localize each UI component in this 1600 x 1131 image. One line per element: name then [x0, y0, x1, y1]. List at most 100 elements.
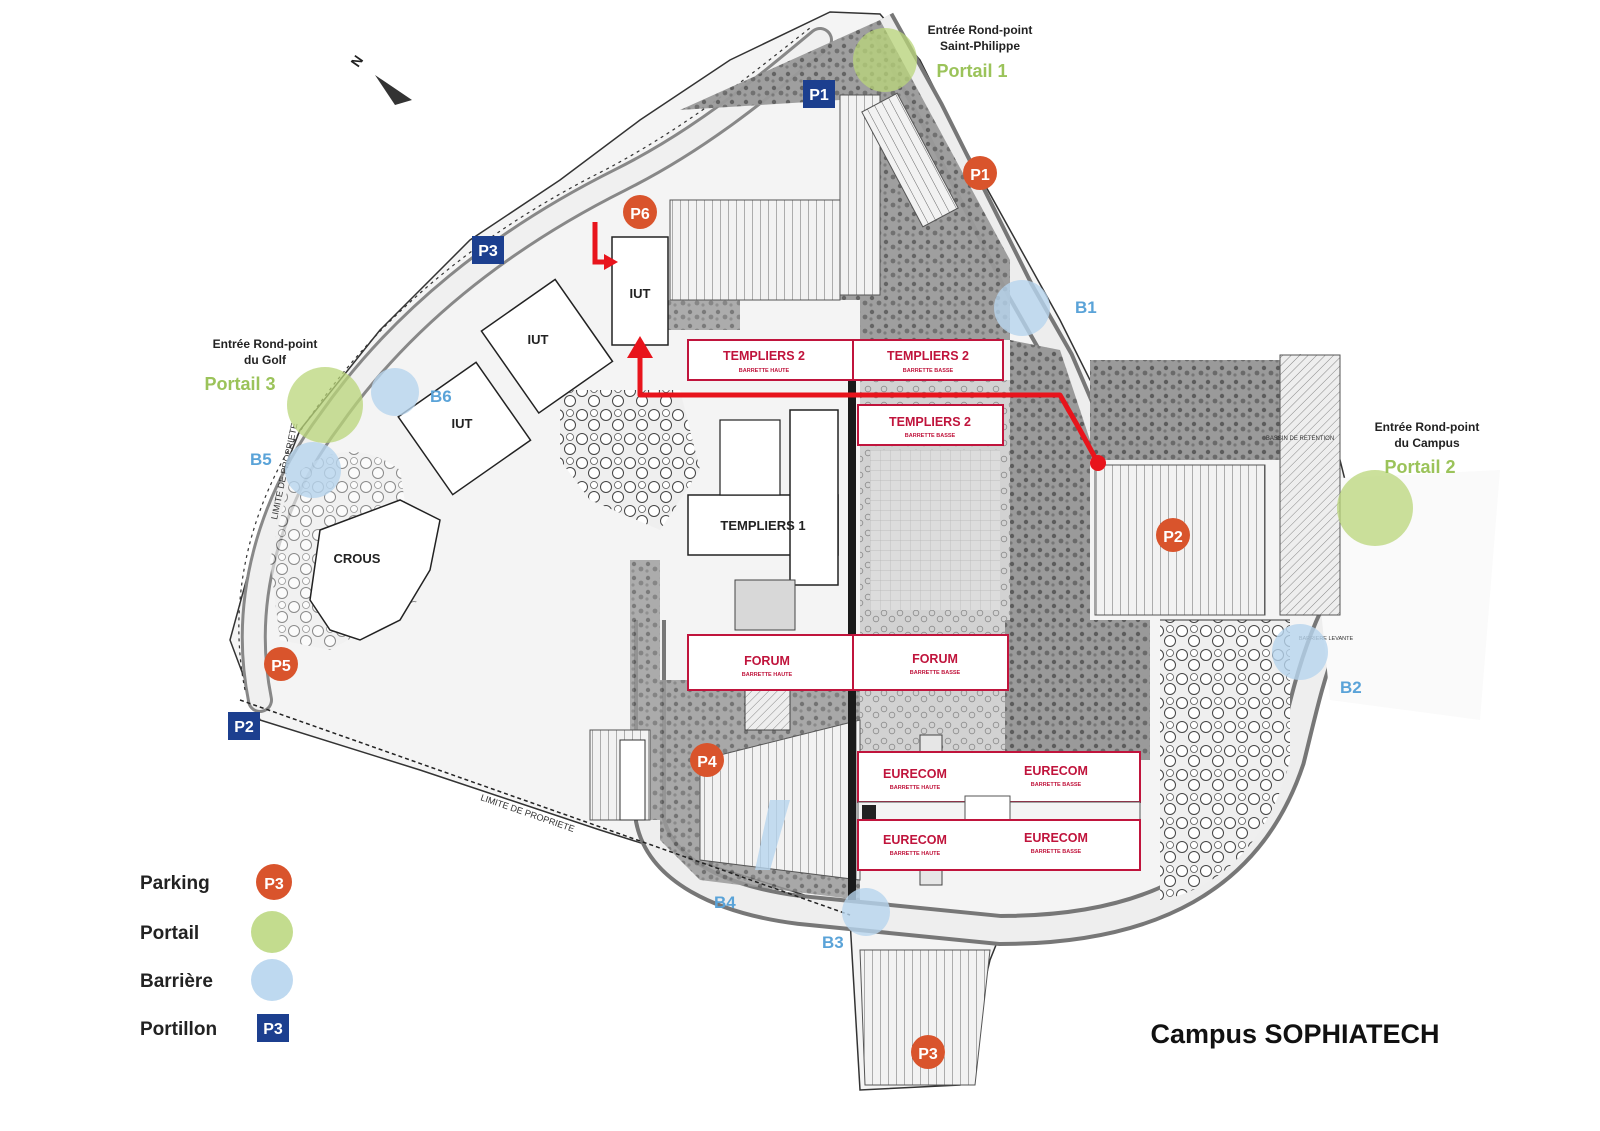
legend-label-parking: Parking [140, 873, 210, 894]
building-subtitle: BARRETTE HAUTE [890, 851, 941, 857]
entry-label: du Campus [1394, 436, 1460, 450]
building-title: TEMPLIERS 2 [889, 415, 971, 429]
svg-text:P3: P3 [918, 1046, 938, 1063]
svg-text:P3: P3 [478, 243, 498, 260]
building-title: EURECOM [883, 833, 947, 847]
building-label: IUT [452, 416, 473, 431]
building-subtitle: BARRETTE BASSE [1031, 782, 1082, 788]
building-templiers-2-haute [687, 339, 854, 381]
portail-2-marker [1337, 470, 1413, 546]
barriere-label: B5 [250, 450, 272, 469]
portillon-markers[interactable]: P1 P2 P3 [228, 80, 835, 740]
svg-text:P6: P6 [630, 206, 650, 223]
ring-road [238, 27, 833, 713]
legend-parking-marker: P3 [264, 876, 284, 893]
building-title: FORUM [744, 654, 790, 668]
svg-text:P2: P2 [234, 719, 254, 736]
barriere-markers [285, 280, 1328, 936]
building-crous [309, 499, 441, 641]
portail-1-marker [853, 28, 917, 92]
portillon-p2[interactable]: P2 [228, 712, 260, 740]
legend-label-portillon: Portillon [140, 1019, 217, 1040]
route-end-arrow-icon [604, 254, 618, 270]
entry-label: Entrée Rond-point [213, 337, 318, 351]
building-templiers-2-basse [852, 339, 1004, 381]
building-title: EURECOM [1024, 764, 1088, 778]
barriere-label: B3 [822, 933, 844, 952]
legend-label-barriere: Barrière [140, 971, 213, 992]
portillon-p3[interactable]: P3 [472, 236, 504, 264]
parking-p2[interactable]: P2 [1156, 518, 1190, 552]
central-axis [848, 340, 856, 900]
building-label: TEMPLIERS 1 [720, 518, 805, 533]
building-subtitle: BARRETTE BASSE [910, 670, 961, 676]
legend-label-portail: Portail [140, 923, 199, 944]
building-subtitle: BARRETTE BASSE [903, 368, 954, 374]
barriere-label: B6 [430, 387, 452, 406]
barriere-b4-marker [755, 800, 790, 870]
portail-3-marker [287, 367, 363, 443]
building-subtitle: BARRETTE HAUTE [739, 368, 790, 374]
building-subtitle: BARRETTE BASSE [1031, 849, 1082, 855]
barriere-b3-marker [842, 888, 890, 936]
legend: Parking P3 Portail Barrière Portillon P3 [140, 864, 293, 1042]
legend-portail-icon [251, 911, 293, 953]
svg-text:P1: P1 [970, 167, 990, 184]
building-templiers-2-basse-2 [857, 404, 1004, 446]
portail-markers [287, 28, 1413, 546]
entry-label: Saint-Philippe [940, 39, 1020, 53]
building-forum-basse [852, 634, 1009, 691]
parking-p4[interactable]: P4 [690, 743, 724, 777]
barriere-label: B1 [1075, 298, 1097, 317]
entry-label: Entrée Rond-point [1375, 420, 1480, 434]
building-title: TEMPLIERS 2 [723, 349, 805, 363]
map-title: Campus SOPHIATECH [1150, 1019, 1439, 1049]
barriere-b2-marker [1272, 624, 1328, 680]
svg-text:P1: P1 [809, 87, 829, 104]
north-label: N [347, 52, 366, 69]
building-title: TEMPLIERS 2 [887, 349, 969, 363]
barriere-b5-marker [285, 442, 341, 498]
building-subtitle: BARRETTE HAUTE [890, 785, 941, 791]
entry-labels: Entrée Rond-point Saint-Philippe Portail… [204, 23, 1479, 477]
building-iut-south [397, 361, 532, 496]
parking-p1[interactable]: P1 [963, 156, 997, 190]
building-subtitle: BARRETTE HAUTE [742, 672, 793, 678]
parking-markers[interactable]: P1 P2 P3 P4 P5 P6 [264, 156, 1190, 1069]
building-label: CROUS [334, 551, 381, 566]
building-eurecom-north [857, 751, 1141, 803]
portail-1-label: Portail 1 [936, 61, 1007, 81]
portail-2-label: Portail 2 [1384, 457, 1455, 477]
legend-barriere-icon [251, 959, 293, 1001]
route-start-dot [1090, 455, 1106, 471]
building-subtitle: BARRETTE BASSE [905, 433, 956, 439]
building-title: FORUM [912, 652, 958, 666]
legend-portillon-marker: P3 [263, 1021, 283, 1038]
legend-parking-icon [256, 864, 292, 900]
parking-p5[interactable]: P5 [264, 647, 298, 681]
barriere-label: B2 [1340, 678, 1362, 697]
bassin-label: BASSIN DE RETENTION [1266, 436, 1334, 442]
parking-p6[interactable]: P6 [623, 195, 657, 229]
north-arrow: N [347, 52, 412, 105]
svg-text:P2: P2 [1163, 529, 1183, 546]
svg-text:P5: P5 [271, 658, 291, 675]
parking-p3[interactable]: P3 [911, 1035, 945, 1069]
entry-label: du Golf [244, 353, 287, 367]
barriere-labels: B1 B2 B3 B4 B5 B6 [250, 298, 1362, 952]
building-title: EURECOM [883, 767, 947, 781]
building-eurecom-south [857, 819, 1141, 871]
north-arrow-icon [375, 75, 412, 105]
portillon-p1[interactable]: P1 [803, 80, 835, 108]
building-iut-middle [480, 278, 614, 415]
legend-portillon-icon [257, 1014, 289, 1042]
buildings: IUT IUT IUT CROUS TEMPLIERS 1 [309, 236, 943, 886]
route-path [592, 222, 1106, 471]
barriere-levante-label: BARRIERE LEVANTE [1299, 636, 1354, 642]
building-label: IUT [528, 332, 549, 347]
barriere-b6-marker [371, 368, 419, 416]
entry-label: Entrée Rond-point [928, 23, 1033, 37]
red-buildings: TEMPLIERS 2 BARRETTE HAUTE TEMPLIERS 2 B… [687, 339, 1141, 871]
barriere-label: B4 [714, 893, 736, 912]
